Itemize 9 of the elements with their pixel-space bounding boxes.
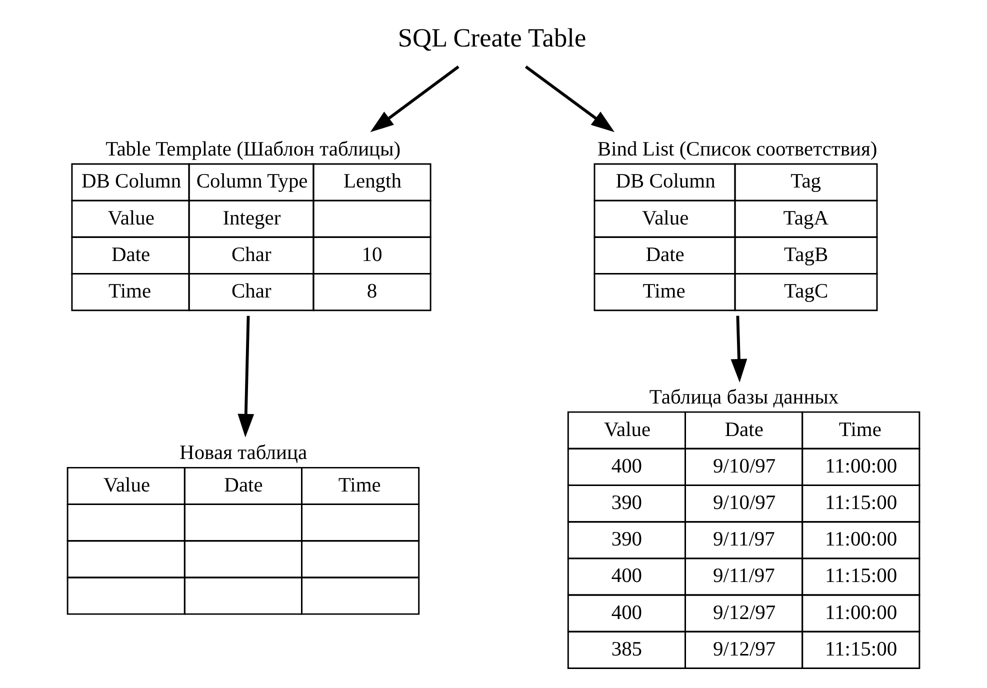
node-text: SQL Create Table	[398, 24, 586, 53]
node-label: Новая таблица	[180, 442, 308, 464]
node-label: Таблица базы данных	[649, 386, 839, 409]
node-label: Table Template (Шаблон таблицы)	[106, 138, 401, 160]
arrow	[238, 316, 254, 438]
node-label: Bind List (Список соответствия)	[597, 138, 878, 160]
arrow	[370, 66, 460, 132]
arrow	[524, 66, 615, 132]
arrow	[730, 316, 748, 382]
